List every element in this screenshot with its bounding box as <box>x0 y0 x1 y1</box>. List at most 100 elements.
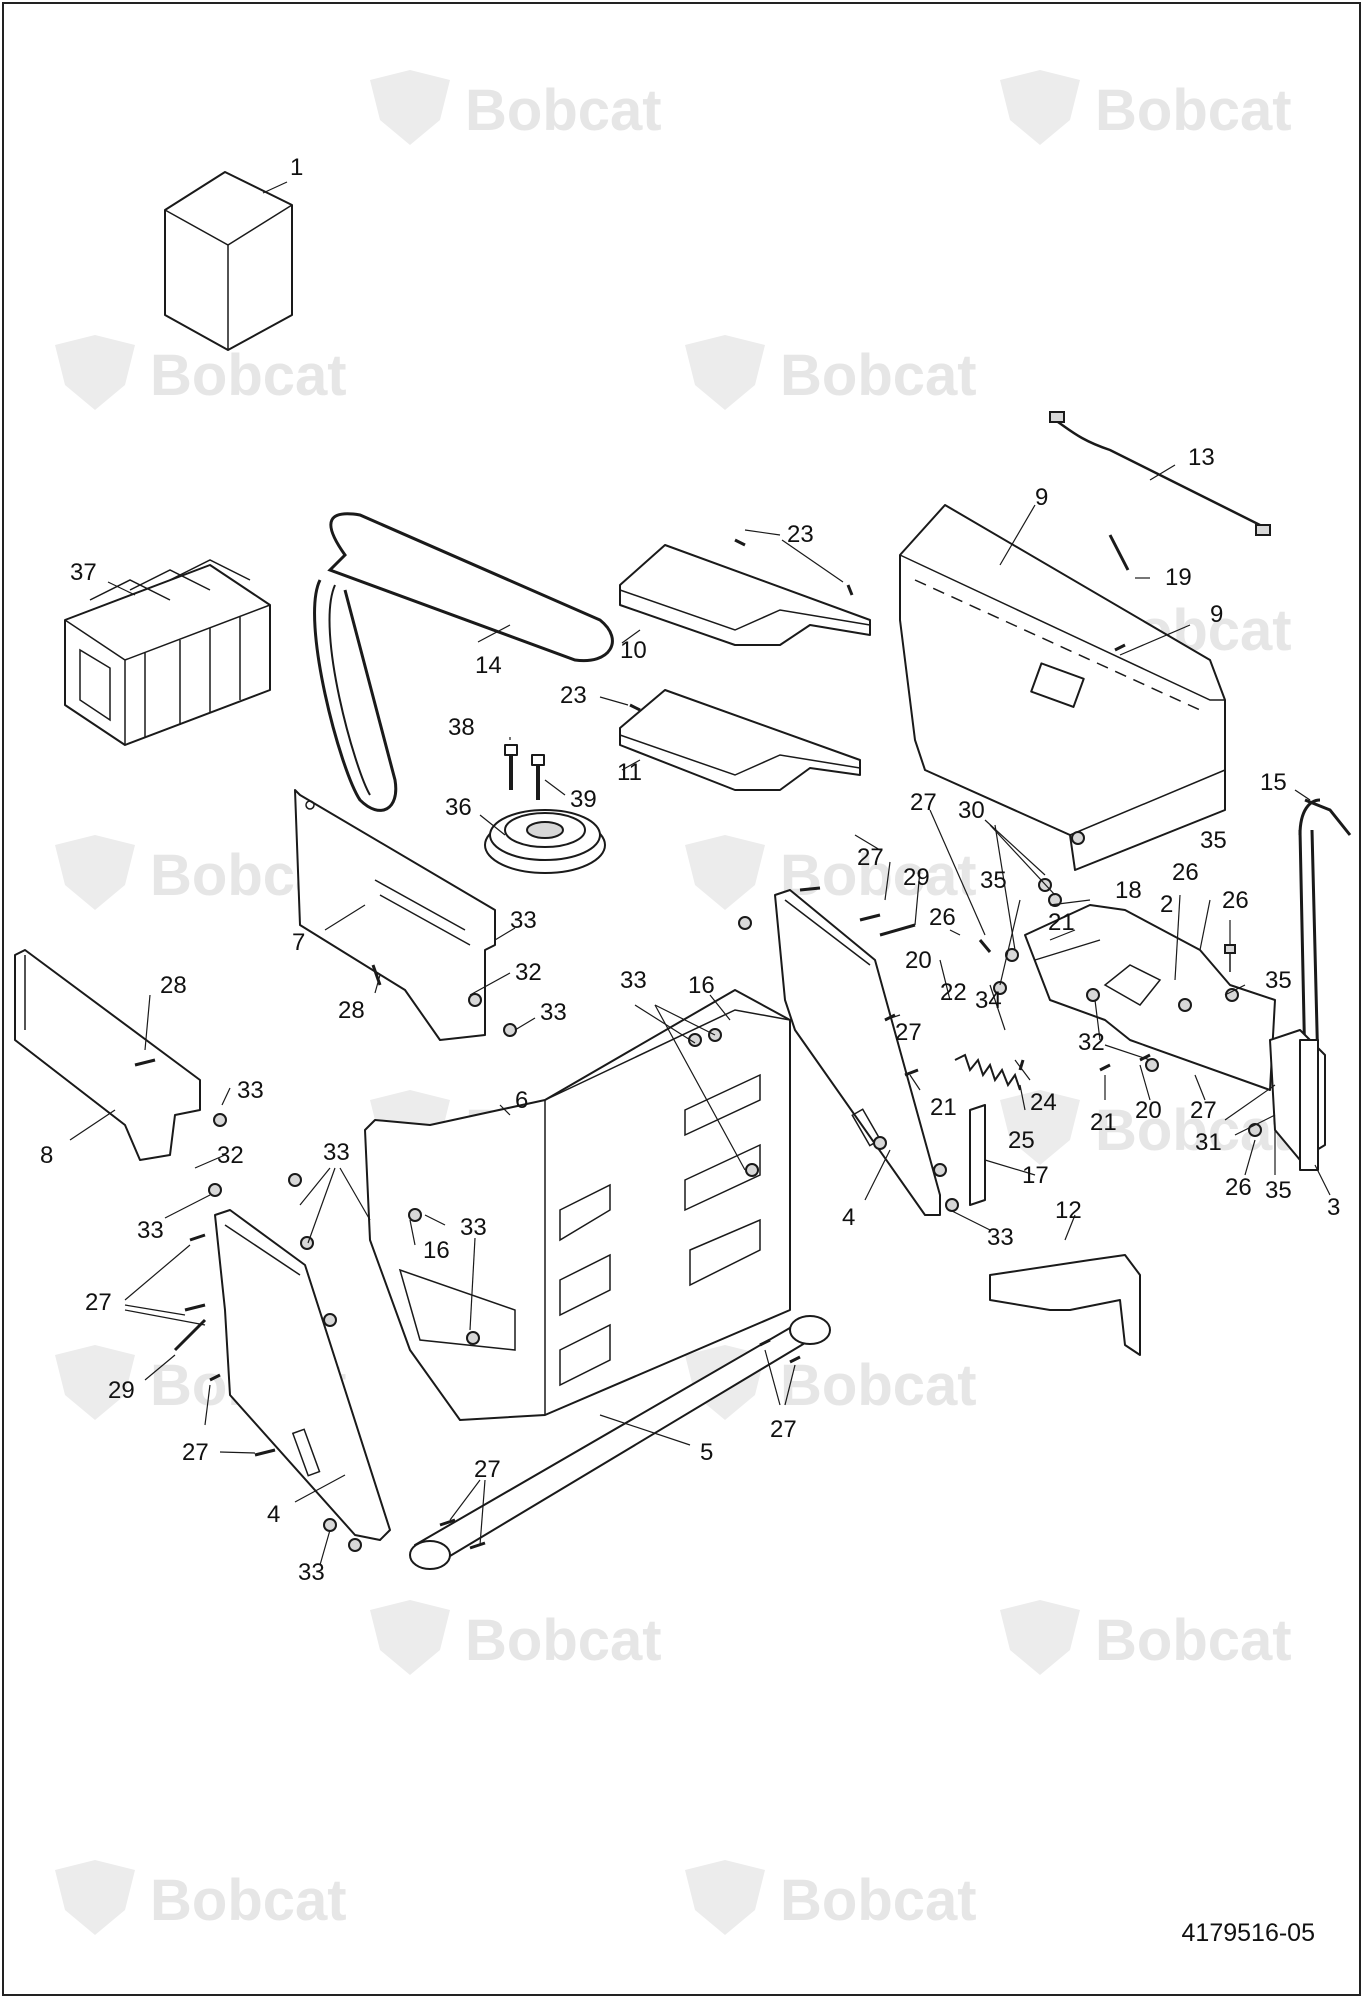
watermark-text: Bobcat <box>780 843 977 908</box>
part-15-rod <box>1298 798 1352 1071</box>
callout-20: 20 <box>1135 1097 1162 1124</box>
part-37-block <box>64 559 271 746</box>
part-9-cover <box>899 504 1226 871</box>
part-38-bolt <box>504 744 518 790</box>
callout-20: 20 <box>905 947 932 974</box>
callout-12: 12 <box>1055 1197 1082 1224</box>
watermark-group: Bobcat Bobcat Bobcat Bobcat Bobcat Bobca… <box>55 70 1292 1935</box>
callout-33: 33 <box>510 907 537 934</box>
callout-26: 26 <box>929 904 956 931</box>
bobcat-logo-icon <box>55 1860 135 1935</box>
watermark-text: Bobcat <box>465 78 662 143</box>
callout-18: 18 <box>1115 877 1142 904</box>
callout-26: 26 <box>1225 1174 1252 1201</box>
watermark-text: Bobcat <box>1095 78 1292 143</box>
callout-16: 16 <box>688 972 715 999</box>
callout-29: 29 <box>903 864 930 891</box>
callout-3: 3 <box>1327 1194 1340 1221</box>
part-7-plate <box>294 789 496 1041</box>
callout-13: 13 <box>1188 444 1215 471</box>
bobcat-logo-icon <box>55 335 135 410</box>
callout-11: 11 <box>617 759 642 786</box>
callout-6: 6 <box>515 1087 528 1114</box>
callout-32: 32 <box>217 1142 244 1169</box>
watermark-text: Bobcat <box>780 343 977 408</box>
callout-27: 27 <box>1190 1097 1217 1124</box>
document-number: 4179516-05 <box>1181 1919 1315 1947</box>
part-8-arm <box>14 949 201 1161</box>
bobcat-logo-icon <box>370 1600 450 1675</box>
part-22-spring <box>954 1053 1021 1091</box>
part-13-harness <box>1049 411 1271 536</box>
callout-35: 35 <box>1200 827 1227 854</box>
callout-38: 38 <box>448 714 475 741</box>
callout-33: 33 <box>323 1139 350 1166</box>
bobcat-logo-icon <box>1000 1090 1080 1165</box>
callout-35: 35 <box>1265 967 1292 994</box>
callout-26: 26 <box>1222 887 1249 914</box>
callout-10: 10 <box>620 637 647 664</box>
callout-27: 27 <box>85 1289 112 1316</box>
part-4-right-plate <box>774 889 941 1216</box>
callout-4: 4 <box>842 1204 855 1231</box>
callout-8: 8 <box>40 1142 53 1169</box>
part-11-bracket <box>619 689 861 791</box>
callout-14: 14 <box>475 652 502 679</box>
part-1-box <box>164 171 293 351</box>
callout-39: 39 <box>570 786 597 813</box>
bobcat-logo-icon <box>685 835 765 910</box>
part-10-bracket <box>619 544 871 646</box>
callout-5: 5 <box>700 1439 713 1466</box>
callout-21: 21 <box>1090 1109 1117 1136</box>
callout-33: 33 <box>298 1559 325 1586</box>
callout-19: 19 <box>1165 564 1192 591</box>
callout-27: 27 <box>895 1019 922 1046</box>
callout-9: 9 <box>1035 484 1048 511</box>
callout-32: 32 <box>1078 1029 1105 1056</box>
callout-2: 2 <box>1160 891 1173 918</box>
part-4-left-plate <box>214 1209 391 1541</box>
callout-34: 34 <box>975 987 1002 1014</box>
bobcat-logo-icon <box>370 70 450 145</box>
callout-33: 33 <box>540 999 567 1026</box>
callout-31: 31 <box>1195 1129 1222 1156</box>
callout-22: 22 <box>940 979 967 1006</box>
watermark-text: Bobcat <box>1095 1608 1292 1673</box>
part-3-hinge <box>1269 1029 1326 1171</box>
part-5-tube <box>409 1315 831 1570</box>
callout-27: 27 <box>910 789 937 816</box>
callout-1: 1 <box>290 154 303 181</box>
callout-28: 28 <box>338 997 365 1024</box>
watermark-text: Bobcat <box>465 1608 662 1673</box>
watermark-text: Bobcat <box>150 343 347 408</box>
callout-23: 23 <box>787 521 814 548</box>
callout-36: 36 <box>445 794 472 821</box>
part-2-bracket <box>1024 904 1276 1091</box>
part-39-bolt <box>531 754 545 800</box>
callout-21: 21 <box>1048 909 1075 936</box>
callout-26: 26 <box>1172 859 1199 886</box>
callout-23: 23 <box>560 682 587 709</box>
bobcat-logo-icon <box>55 835 135 910</box>
callout-33: 33 <box>620 967 647 994</box>
callout-33: 33 <box>137 1217 164 1244</box>
bobcat-logo-icon <box>1000 1600 1080 1675</box>
callout-27: 27 <box>182 1439 209 1466</box>
callout-29: 29 <box>108 1377 135 1404</box>
callout-15: 15 <box>1260 769 1287 796</box>
part-14-belt <box>313 512 614 812</box>
callout-33: 33 <box>460 1214 487 1241</box>
watermark-text: Bobcat <box>780 1868 977 1933</box>
callout-27: 27 <box>474 1456 501 1483</box>
callout-37: 37 <box>70 559 97 586</box>
watermark-text: Bobcat <box>780 1353 977 1418</box>
bobcat-logo-icon <box>1000 70 1080 145</box>
part-36-pulley <box>484 809 606 874</box>
watermark-text: Bobcat <box>150 1868 347 1933</box>
callout-labels: 1 37 14 23 10 23 11 13 9 19 9 15 38 39 3… <box>40 154 1340 1586</box>
part-17-bracket <box>969 1104 986 1206</box>
callout-21: 21 <box>930 1094 957 1121</box>
callout-28: 28 <box>160 972 187 999</box>
bobcat-logo-icon <box>685 335 765 410</box>
